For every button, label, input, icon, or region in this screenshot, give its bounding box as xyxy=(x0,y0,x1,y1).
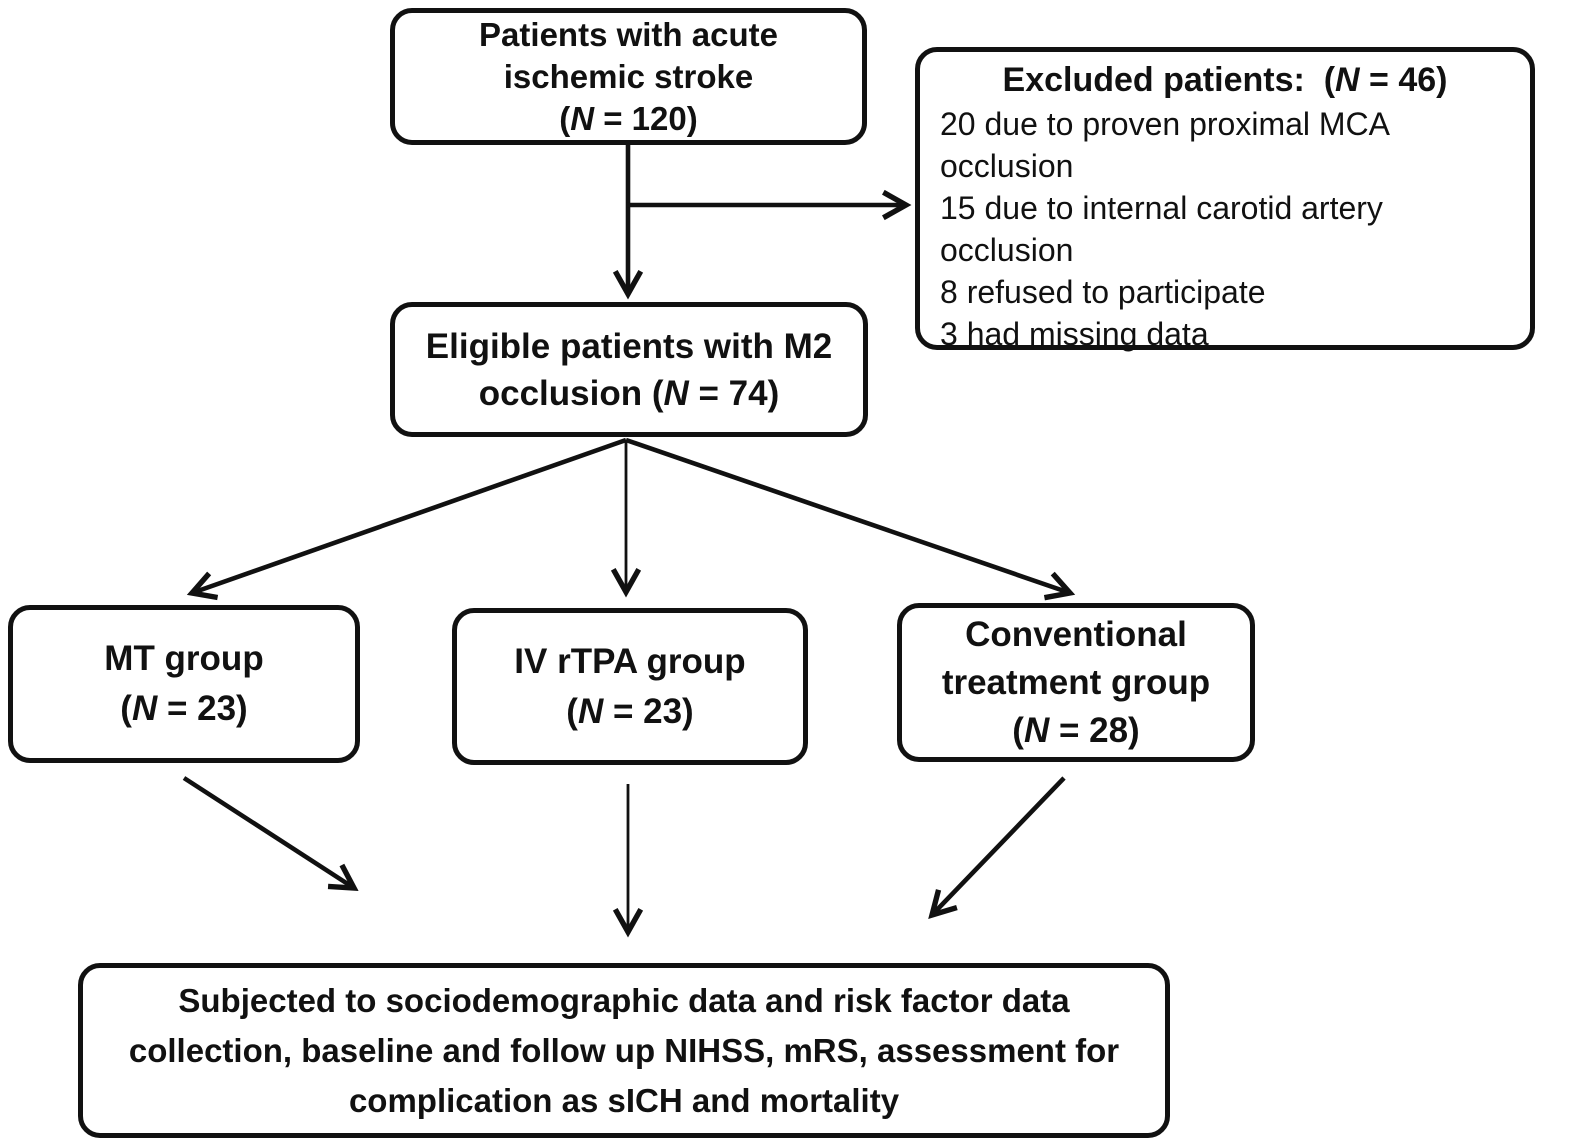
text-line: IV rTPA group xyxy=(514,641,746,681)
excluded-item: 3 had missing data xyxy=(940,316,1209,352)
patients-box: Patients with acute ischemic stroke (N =… xyxy=(390,8,867,145)
conventional-group-box: Conventional treatment group (N = 28) xyxy=(897,603,1255,762)
n-count-line: (N = 23) xyxy=(120,689,248,728)
excluded-title: Excluded patients: (N = 46) xyxy=(1002,61,1448,99)
excluded-item: 15 due to internal carotid artery occlus… xyxy=(940,190,1383,268)
text-line: MT group xyxy=(104,639,264,678)
arrow-eligible-to-conventional xyxy=(625,437,1076,601)
mt-group-box: MT group (N = 23) xyxy=(8,605,360,763)
excluded-box: Excluded patients: (N = 46) 20 due to pr… xyxy=(915,47,1535,352)
text-line: Conventional xyxy=(965,614,1187,654)
outcome-text: Subjected to sociodemographic data and r… xyxy=(128,981,1120,1119)
arrow-conventional-to-outcome xyxy=(928,776,1066,919)
text-line: ischemic stroke xyxy=(503,57,754,95)
arrow-mt-to-outcome xyxy=(182,776,359,891)
outcome-box: Subjected to sociodemographic data and r… xyxy=(78,963,1170,1138)
iv-rtpa-group-box: IV rTPA group (N = 23) xyxy=(452,608,808,765)
n-count-line: (N = 23) xyxy=(566,691,694,731)
n-count-line: (N = 120) xyxy=(559,99,698,137)
excluded-item: 8 refused to participate xyxy=(940,274,1266,310)
excluded-item: 20 due to proven proximal MCA occlusion xyxy=(940,106,1389,184)
text-line: Eligible patients with M2 xyxy=(425,326,833,366)
n-count-line: occlusion (N = 74) xyxy=(478,373,780,413)
eligible-box: Eligible patients with M2 occlusion (N =… xyxy=(390,302,868,437)
text-line: Patients with acute xyxy=(479,15,778,53)
arrow-eligible-to-mt xyxy=(186,437,627,601)
text-line: treatment group xyxy=(941,662,1211,702)
n-count-line: (N = 28) xyxy=(1012,710,1140,750)
